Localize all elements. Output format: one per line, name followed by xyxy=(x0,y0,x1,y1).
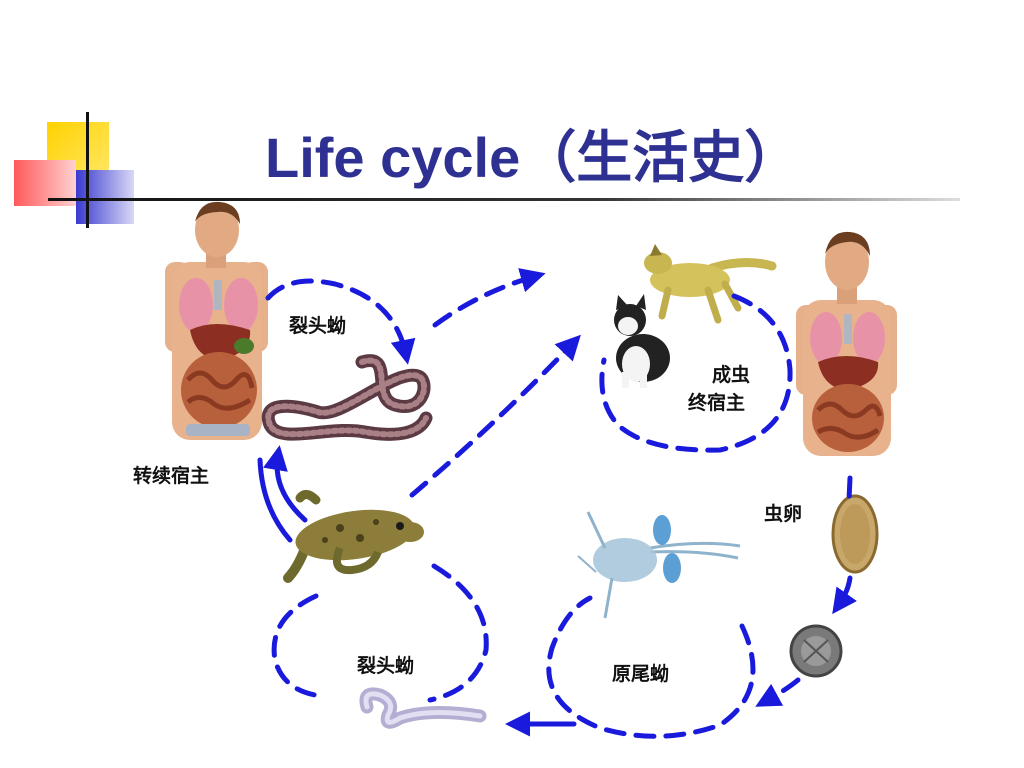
worm-icon xyxy=(261,354,433,441)
label-egg: 虫卵 xyxy=(764,503,803,525)
life-cycle-arrows xyxy=(265,268,857,739)
human-anatomy-icon xyxy=(165,201,268,440)
plerocercoid-larva-icon xyxy=(359,687,487,729)
human-anatomy-icon xyxy=(796,231,897,456)
coracidium-icon xyxy=(789,624,843,678)
egg-icon xyxy=(831,494,879,574)
cat-icon xyxy=(614,294,670,388)
label-definitive-host: 终宿主 xyxy=(688,392,746,414)
dog-icon xyxy=(644,244,777,324)
frog-icon xyxy=(283,490,424,583)
decor-blue-square xyxy=(76,170,134,224)
label-plerocercoid-upper: 裂头蚴 xyxy=(289,315,347,337)
label-adult-line1: 成虫 xyxy=(712,364,751,386)
label-procercoid: 原尾蚴 xyxy=(612,663,670,685)
slide-title: Life cycle（生活史） xyxy=(265,126,801,189)
decor-vertical-line xyxy=(86,112,89,228)
copepod-icon xyxy=(577,511,741,619)
label-paratenic-host: 转续宿主 xyxy=(133,465,210,487)
title-underline xyxy=(48,198,960,201)
label-plerocercoid-lower: 裂头蚴 xyxy=(357,655,415,677)
solid-arrows xyxy=(257,445,577,737)
